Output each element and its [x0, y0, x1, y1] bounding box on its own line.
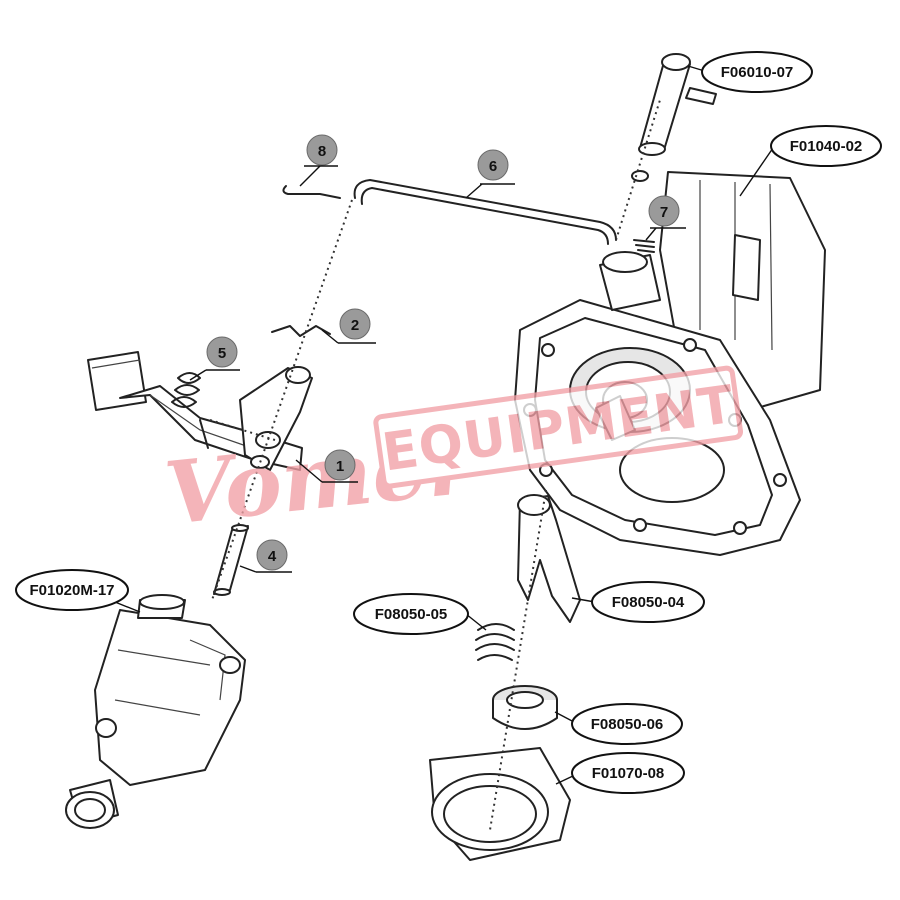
item-badge-2: 2: [321, 308, 376, 344]
item-badge-label: 7: [660, 204, 668, 221]
item-badge-5: 5: [189, 336, 240, 381]
part-number-label: F08050-06: [591, 716, 664, 733]
part-number-label: F01040-02: [790, 138, 863, 155]
callout-F01070-08: F01070-08: [555, 752, 685, 794]
slave-cylinder: [631, 53, 717, 182]
part-number-label: F01070-08: [592, 765, 665, 782]
part-number-label: F08050-05: [375, 606, 448, 623]
linkage-rod: [282, 179, 655, 253]
part-number-label: F06010-07: [721, 64, 794, 81]
callout-F06010-07: F06010-07: [687, 51, 813, 93]
item-badge-8: 8: [299, 134, 338, 187]
item-badge-4: 4: [239, 539, 292, 573]
part-number-label: F01020M-17: [29, 582, 114, 599]
item-badge-label: 6: [489, 158, 497, 175]
item-badge-label: 8: [318, 143, 326, 160]
clutch-fork-group: [429, 494, 581, 861]
master-cylinder: [65, 594, 246, 829]
callout-F08050-05: F08050-05: [353, 593, 487, 635]
callout-F08050-04: F08050-04: [571, 581, 705, 623]
callout-F01020M-17: F01020M-17: [15, 569, 141, 613]
item-badge-label: 2: [351, 317, 359, 334]
part-number-label: F08050-04: [612, 594, 685, 611]
assembly-centre-lines: [209, 99, 661, 831]
item-badge-label: 1: [336, 458, 344, 475]
item-badge-6: 6: [465, 149, 515, 199]
callout-F08050-06: F08050-06: [554, 703, 683, 745]
callout-F01040-02: F01040-02: [739, 125, 882, 197]
item-badge-label: 4: [268, 548, 277, 565]
item-badge-7: 7: [645, 195, 686, 241]
gearbox-housing: [514, 171, 826, 556]
item-badge-1: 1: [295, 449, 358, 483]
item-badge-label: 5: [218, 345, 226, 362]
